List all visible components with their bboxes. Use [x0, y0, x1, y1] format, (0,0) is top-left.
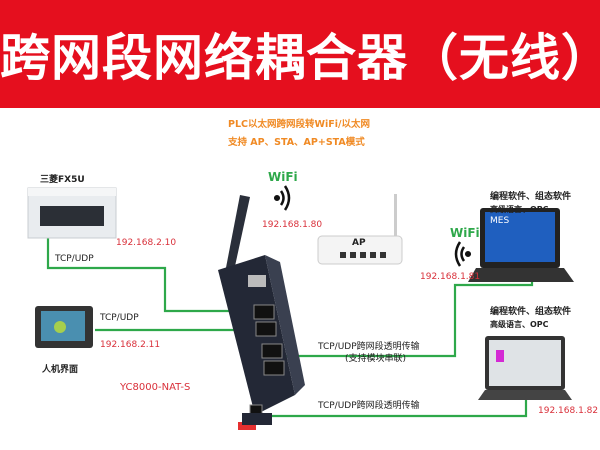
hmi-ip: 192.168.2.11: [100, 340, 161, 350]
nat-device: [218, 195, 305, 430]
title-banner: 跨网段网络耦合器（无线）: [0, 0, 600, 108]
laptop1-wifi-label: WiFi: [450, 226, 480, 240]
laptop1-software-line-1: 编程软件、组态软件: [490, 192, 572, 202]
bottom-link-label: TCP/UDP跨网段透明传输: [318, 401, 420, 411]
laptop2-software-line-1: 编程软件、组态软件: [490, 307, 572, 317]
laptop2-software-line-2: 高级语言、OPC: [490, 320, 549, 329]
laptop1-screen-text: MES: [490, 216, 510, 226]
hmi-protocol: TCP/UDP: [100, 313, 139, 323]
subtitle-line-2: 支持 AP、STA、AP+STA模式: [228, 137, 365, 148]
plc-ip: 192.168.2.10: [116, 238, 177, 248]
ap-router: [317, 194, 403, 265]
laptop-2: [478, 336, 572, 400]
laptop1-ip: 192.168.1.81: [420, 272, 481, 282]
wifi-signal-icon-laptop: [454, 241, 472, 267]
device-wifi-label: WiFi: [268, 170, 298, 184]
router-label: AP: [352, 238, 366, 248]
laptop1-software-line-2: 高级语言、OPC: [490, 205, 549, 214]
middle-link-label: TCP/UDP跨网段透明传输: [318, 342, 420, 352]
laptop-1: [468, 208, 574, 282]
device-model: YC8000-NAT-S: [120, 382, 191, 393]
page-title: 跨网段网络耦合器（无线）: [0, 29, 600, 87]
hmi-device: [35, 306, 93, 348]
plc-link: [46, 238, 258, 313]
bottom-link: [256, 393, 528, 418]
plc-protocol: TCP/UDP: [55, 254, 94, 264]
laptop2-ip: 192.168.1.82: [538, 406, 599, 416]
hmi-name: 人机界面: [42, 365, 79, 375]
device-ip: 192.168.1.80: [262, 220, 323, 230]
plc-name: 三菱FX5U: [40, 175, 85, 185]
subtitle-line-1: PLC以太网跨网段转WiFi/以太网: [228, 119, 370, 130]
middle-link-note: (支持模块串联): [345, 354, 407, 364]
wifi-signal-icon: [273, 185, 291, 211]
plc-device: [27, 187, 117, 239]
